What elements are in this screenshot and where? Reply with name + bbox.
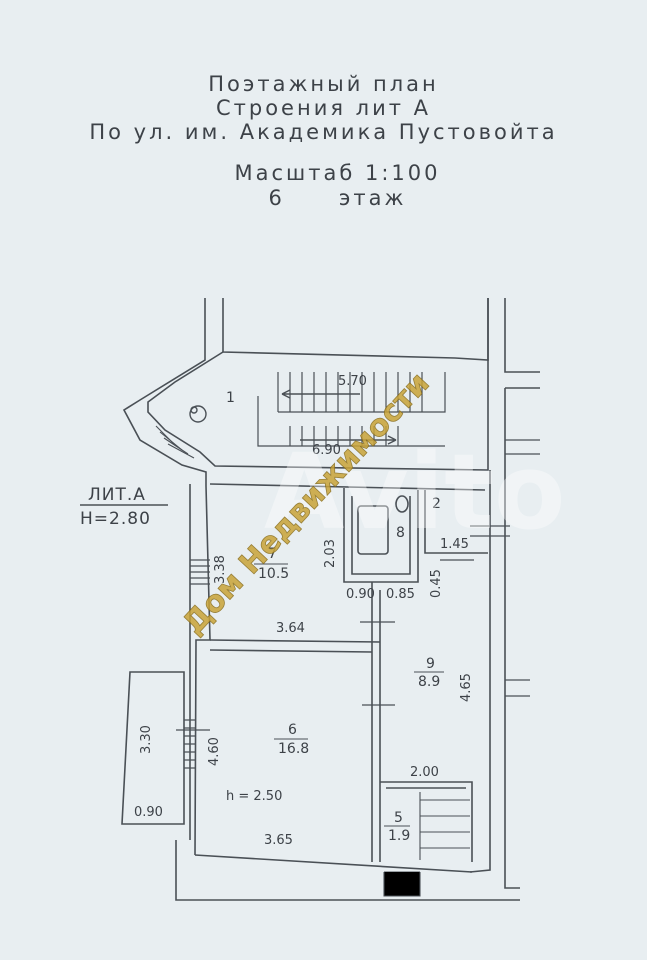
stair-arrow-up — [281, 389, 360, 399]
dim-4-60: 4.60 — [207, 737, 222, 766]
plan-subtitle-address: По ул. им. Академика Пустовойта — [89, 120, 558, 144]
window-ticks — [176, 439, 540, 769]
interior-wall — [351, 496, 411, 575]
interior-wall — [424, 490, 488, 554]
interior-wall — [380, 781, 473, 862]
room-9-area: 8.9 — [418, 674, 440, 690]
outer-wall — [194, 854, 473, 873]
room-8-number: 8 — [396, 525, 405, 541]
dim-1-45: 1.45 — [440, 537, 469, 552]
stair-hall-wall — [147, 351, 489, 471]
outer-wall — [504, 388, 520, 889]
watermark-brand: Avito — [264, 431, 565, 553]
dim-3-64: 3.64 — [276, 621, 305, 636]
stair-width: 5.70 — [338, 374, 367, 389]
balcony — [121, 671, 185, 825]
dim-4-65: 4.65 — [459, 673, 474, 702]
room-6-number: 6 — [288, 722, 297, 738]
dim-0-90-b: 0.90 — [134, 805, 163, 820]
interior-wall — [209, 649, 373, 653]
floor-number: 6 — [268, 186, 285, 210]
dim-0-90-a: 0.90 — [346, 587, 375, 602]
stair-arrow-down — [300, 435, 397, 445]
bathtub-fixture — [357, 505, 389, 555]
dim-2-00: 2.00 — [410, 765, 439, 780]
dim-2-03: 2.03 — [323, 539, 338, 568]
outer-wall — [194, 485, 211, 856]
interior-wall — [343, 488, 419, 583]
room-1-number: 1 — [226, 390, 235, 406]
room-7-number: 7 — [268, 546, 277, 562]
interior-wall — [209, 639, 381, 643]
room-6-area: 16.8 — [278, 741, 309, 757]
room-5-area: 1.9 — [388, 828, 410, 844]
upper-stair — [257, 372, 446, 447]
dim-0-45: 0.45 — [429, 569, 444, 598]
room-9-number: 9 — [426, 656, 435, 672]
entrance-stairs — [155, 425, 195, 459]
floor-word: этаж — [338, 186, 407, 210]
room-7-area: 10.5 — [258, 566, 289, 582]
stair-well-icon — [189, 405, 207, 423]
outer-wall — [222, 298, 489, 361]
outer-wall — [175, 840, 520, 901]
outer-wall — [504, 298, 540, 373]
height-label: H=2.80 — [80, 509, 151, 529]
interior-wall — [209, 483, 486, 491]
room-5-stairs — [419, 792, 470, 860]
room-5-number: 5 — [394, 810, 403, 826]
dim-3-65: 3.65 — [264, 833, 293, 848]
dim-3-38: 3.38 — [213, 555, 228, 584]
lit-label: ЛИТ.А — [88, 485, 146, 505]
plan-scale: Масштаб 1:100 — [234, 161, 441, 185]
plan-title: Поэтажный план — [208, 72, 439, 96]
dim-3-30: 3.30 — [139, 725, 154, 754]
floor-label: 6 этаж — [14, 186, 647, 210]
outer-wall — [469, 470, 491, 873]
bottom-stairs — [383, 871, 421, 897]
sink-fixture — [395, 495, 409, 513]
dim-0-85: 0.85 — [386, 587, 415, 602]
ceiling-height: h = 2.50 — [226, 789, 282, 804]
stair-length: 6.90 — [312, 443, 341, 458]
room-2-number: 2 — [432, 496, 441, 512]
plan-subtitle-building: Строения лит А — [215, 96, 432, 120]
outer-wall — [122, 298, 207, 486]
